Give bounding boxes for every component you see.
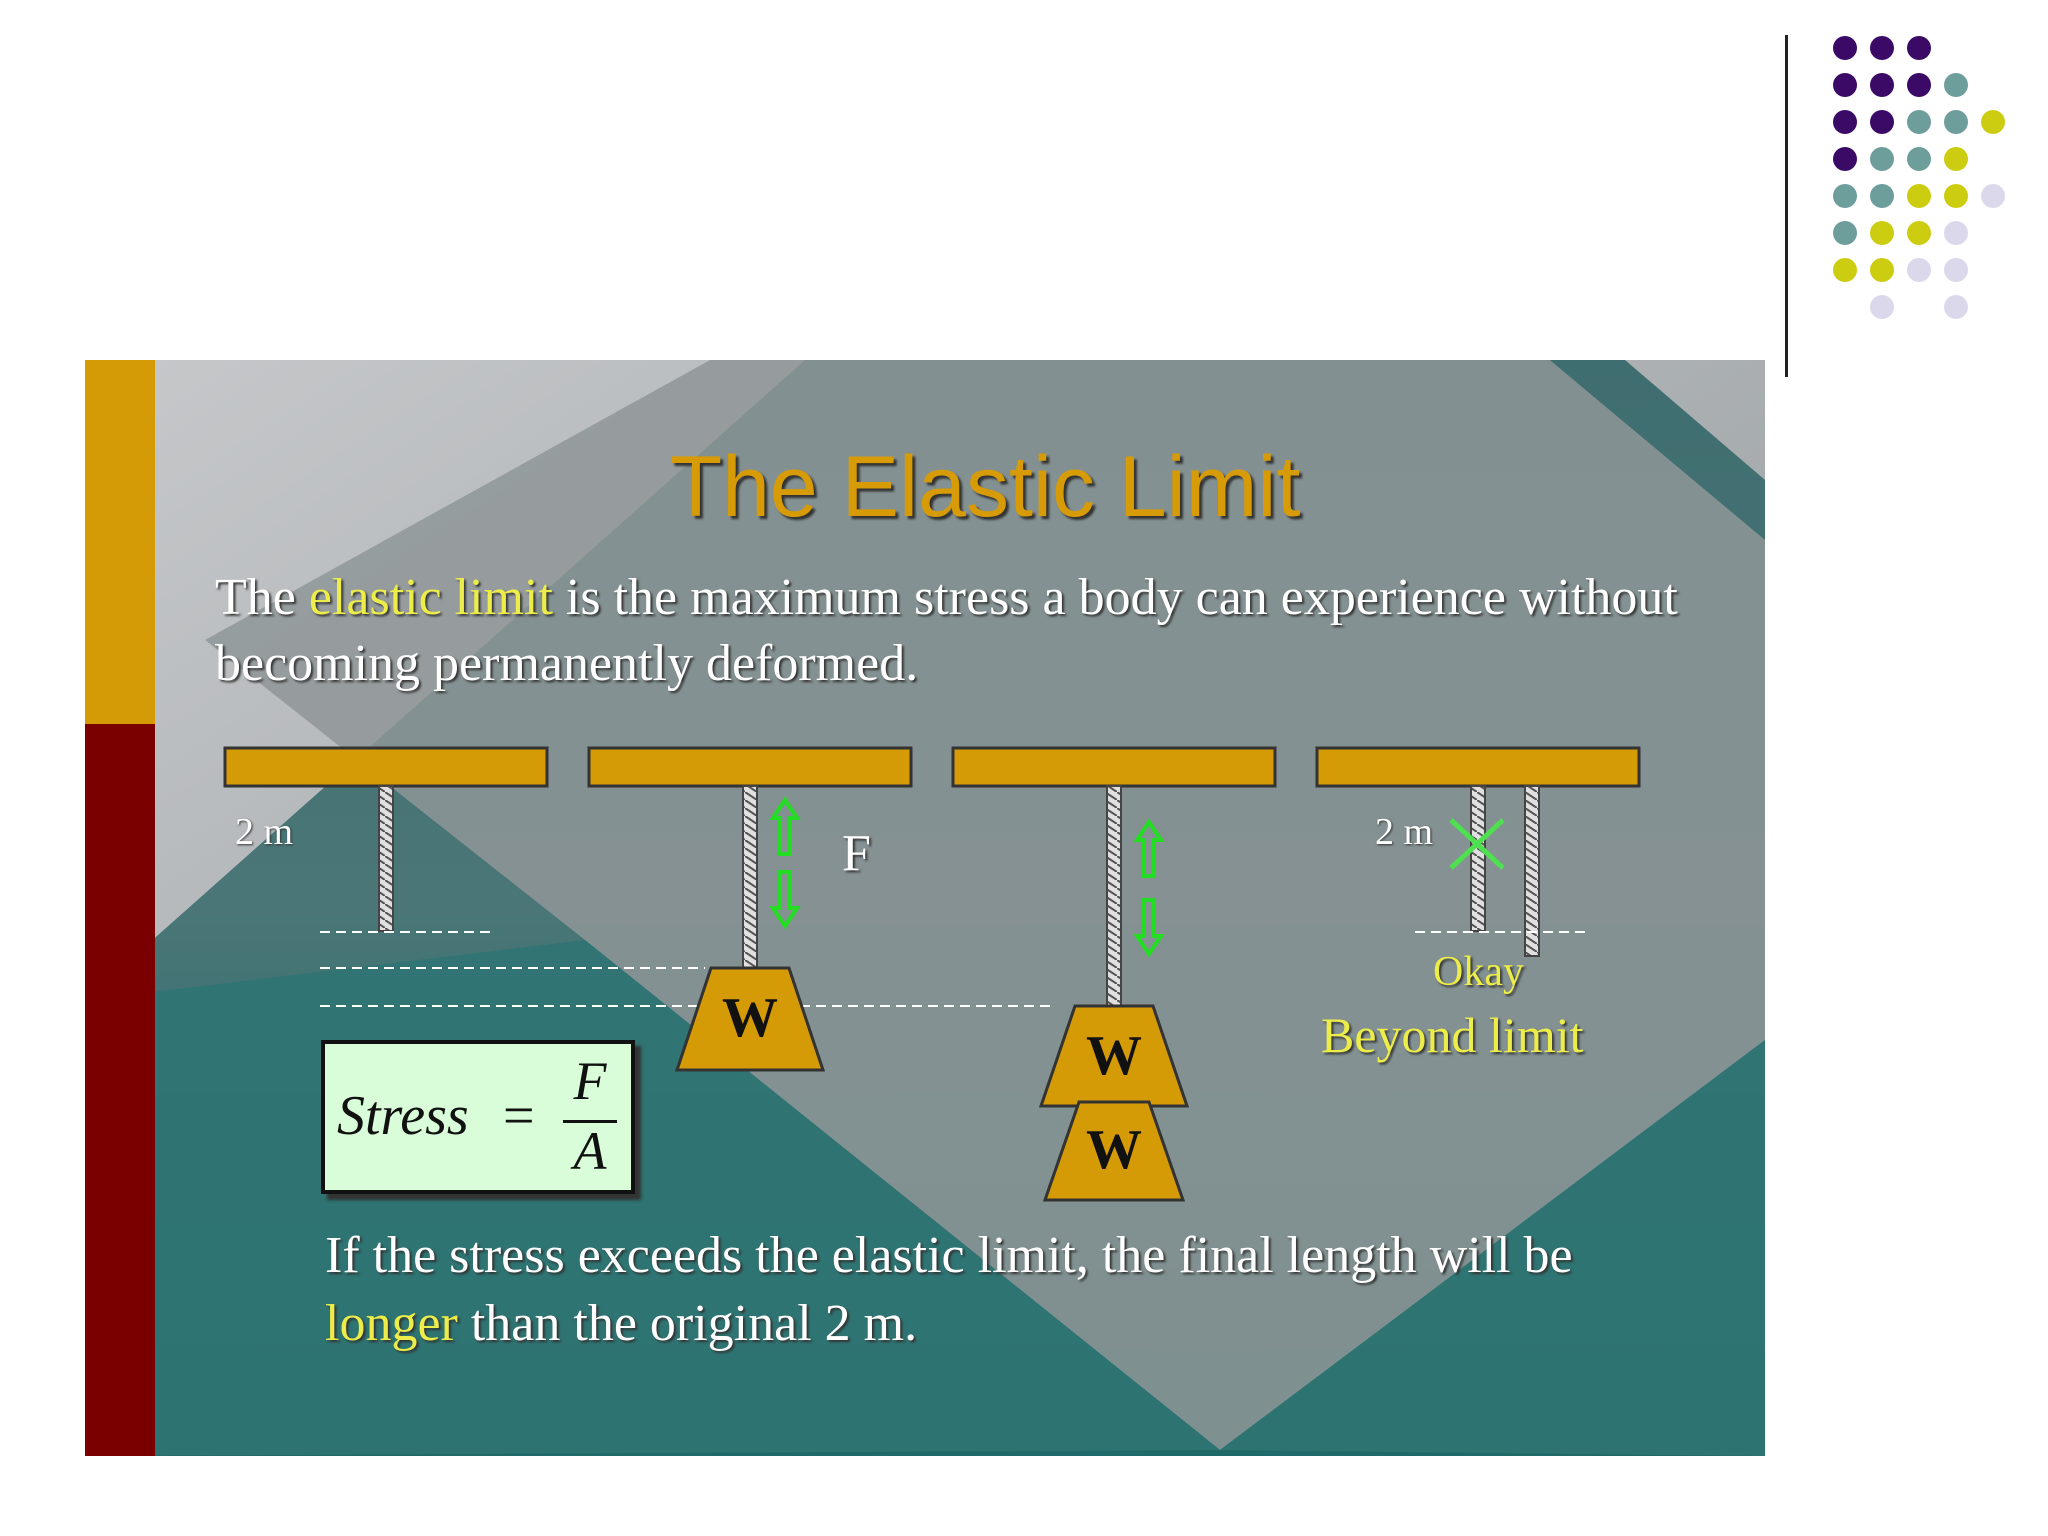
length-label-left: 2 m [235,811,294,853]
intro-highlight: elastic limit [308,569,553,626]
support-beam-4 [1315,746,1641,788]
wire-1 [378,785,394,932]
stress-formula-box: Stress = F A [321,1040,635,1194]
wire-2 [742,785,758,969]
dot [1870,36,1894,60]
okay-label: Okay [1433,949,1524,995]
dot [1833,110,1857,134]
weight-label-3: W [1086,1119,1142,1181]
length-label-right: 2 m [1375,811,1434,853]
dot [1870,147,1894,171]
dot [1907,184,1931,208]
formula-equals: = [503,1085,535,1147]
dot [1833,184,1857,208]
dot [1981,110,2005,134]
dot [1907,221,1931,245]
wire-diagram [223,746,1641,1202]
dot [1944,147,1968,171]
dot [1870,258,1894,282]
dot [1833,36,1857,60]
support-beam-1 [223,746,549,788]
dot [1870,110,1894,134]
dot [1907,147,1931,171]
dot [1944,184,1968,208]
dot [1907,73,1931,97]
dot [1944,258,1968,282]
intro-part2: is the maximum stress a body can experie… [215,569,1678,692]
outro-part2: than the original 2 m. [457,1295,918,1352]
corner-dot-pattern [1833,36,2005,319]
dot [1833,258,1857,282]
teal-right [1220,1040,1765,1456]
intro-text: The elastic limit is the maximum stress … [215,565,1715,697]
outro-highlight: longer [325,1295,458,1352]
dot [1907,258,1931,282]
outro-part1: If the stress exceeds the elastic limit,… [325,1227,1573,1284]
force-label: F [842,825,871,882]
dot [1907,36,1931,60]
weight-label-1: W [722,987,778,1049]
dot [1870,221,1894,245]
slide-title: The Elastic Limit [669,439,1301,535]
red-side-bar [85,724,155,1456]
dot [1907,110,1931,134]
beyond-limit-label: Beyond limit [1321,1007,1584,1063]
weight-label-2: W [1086,1025,1142,1087]
weight-1 [674,966,826,1072]
dot [1870,184,1894,208]
arrow-down-1 [769,870,801,930]
dot [1981,184,2005,208]
dot [1944,73,1968,97]
weight-2-top [1038,1004,1190,1108]
elastic-limit-slide: The Elastic Limit The elastic limit is t… [85,360,1765,1456]
gold-side-bar [85,360,155,724]
intro-part1: The [215,569,309,626]
outro-text: If the stress exceeds the elastic limit,… [325,1222,1625,1358]
arrow-up-1 [769,796,801,856]
dot [1944,221,1968,245]
corner-divider-line [1785,35,1788,377]
formula-numerator: F [573,1051,607,1111]
dot [1833,73,1857,97]
dot [1833,147,1857,171]
support-beam-3 [951,746,1277,788]
dot [1944,110,1968,134]
dot [1870,295,1894,319]
support-beam-2 [587,746,913,788]
formula-lhs: Stress [337,1085,469,1147]
wire-4a [1470,785,1486,932]
dot [1833,221,1857,245]
wire-3 [1106,785,1122,1007]
arrow-up-2 [1133,818,1165,878]
arrow-down-2 [1133,898,1165,958]
formula-denominator: A [573,1121,607,1181]
gray-diamond [205,360,1765,1450]
weight-2-bottom [1042,1100,1186,1202]
dot [1870,73,1894,97]
x-mark-icon [1449,818,1505,870]
dot [1944,295,1968,319]
fraction-bar [563,1120,617,1123]
wire-4b [1524,785,1540,957]
